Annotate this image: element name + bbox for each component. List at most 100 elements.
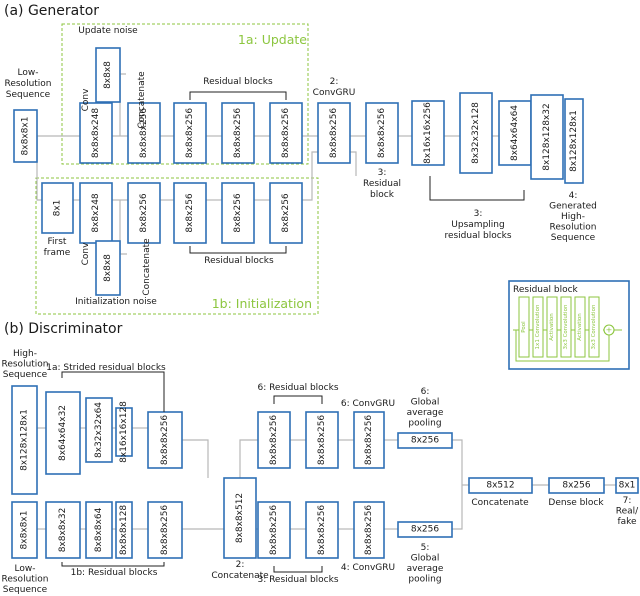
- connector-line: [239, 439, 258, 478]
- label-res-3: 3: Residual blocks: [257, 575, 338, 585]
- label-residual-blocks-top: Residual blocks: [203, 77, 273, 87]
- label-conv1: Conv: [81, 88, 91, 111]
- block-label: 8x128x128x1: [569, 110, 579, 172]
- block-label: 8x256: [562, 481, 591, 491]
- group-bracket: [429, 176, 525, 201]
- block-convgru: 8x8x8x256: [317, 102, 351, 164]
- block-label: 8x8x8x32: [58, 508, 68, 553]
- block-label: 8x8x8x128: [119, 505, 129, 556]
- block-b3: 8x8x8x128: [115, 501, 133, 559]
- dashed-regions: [35, 23, 319, 315]
- block-label: 8x8x8x256: [233, 108, 243, 159]
- label-strided: 1a: Strided residual blocks: [46, 363, 166, 373]
- block-bot-convgru: 8x8x8x256: [353, 501, 385, 559]
- block-b2: 8x8x8x64: [85, 501, 113, 559]
- block-label: 8x64x64x64: [510, 105, 520, 161]
- update-region: [61, 23, 309, 165]
- block-label: 8x16x16x256: [423, 102, 433, 164]
- block-res: 8x8x8x256: [365, 102, 399, 164]
- group-bracket: [273, 566, 323, 573]
- block-s1: 8x64x64x32: [45, 391, 81, 475]
- block-init-conv: 8x8x248: [79, 182, 113, 244]
- group-bracket: [189, 91, 287, 100]
- block-label: 8x8x8x256: [139, 108, 149, 159]
- block-init-concat: 8x8x256: [127, 182, 161, 244]
- residual-layer-label: 1x1 Convolution: [535, 304, 541, 349]
- block-s2: 8x32x32x64: [85, 397, 113, 463]
- label-concat2: 2:Concatenate: [211, 560, 269, 581]
- connector-line: [350, 151, 357, 176]
- label-init-noise: Initialization noise: [75, 297, 157, 307]
- block-label: 8x8x8x512: [235, 493, 245, 543]
- block-init-noise: 8x8x8: [95, 240, 121, 296]
- connector-line: [119, 73, 126, 136]
- residual-layer: [532, 296, 544, 358]
- generator-title: (a) Generator: [4, 3, 99, 19]
- block-label: 8x8x8x256: [269, 415, 279, 466]
- block-bot-pool: 8x256: [397, 521, 453, 538]
- block-label: 8x8x8x1: [20, 511, 30, 550]
- initialization-region-label: 1b: Initialization: [212, 296, 312, 311]
- block-label: 8x8x8x256: [364, 415, 374, 466]
- block-up3: 8x64x64x64: [498, 100, 532, 166]
- block-label: 8x8x8x256: [329, 108, 339, 159]
- block-final-concat: 8x512: [468, 477, 533, 494]
- discriminator-title: (b) Discriminator: [4, 321, 123, 337]
- block-upd-res2: 8x8x8x256: [221, 102, 255, 164]
- block-label: 8x8x248: [91, 193, 101, 233]
- label-residual-blocks-bottom: Residual blocks: [204, 256, 274, 266]
- block-label: 8x8x8: [103, 254, 113, 282]
- block-label: 8x256: [411, 525, 440, 535]
- block-label: 8x16x16x128: [119, 401, 129, 463]
- block-label: 8x8x256: [233, 193, 243, 233]
- update-region-label: 1a: Update: [238, 32, 307, 47]
- block-top-convgru: 8x8x8x256: [353, 411, 385, 469]
- block-label: 8x8x256: [185, 193, 195, 233]
- block-label: 8x1: [619, 481, 636, 491]
- connector-line: [302, 151, 318, 201]
- block-label: 8x128x128x32: [542, 103, 552, 171]
- label-convgru4: 4: ConvGRU: [341, 563, 395, 573]
- block-lr-input: 8x8x8x1: [11, 501, 38, 559]
- residual-layer-label: 3x3 Convolution: [591, 304, 597, 349]
- block-label: 8x8x8x256: [364, 505, 374, 556]
- block-first: 8x1: [41, 182, 74, 234]
- block-label: 8x8x8x256: [185, 108, 195, 159]
- group-bracket: [61, 371, 165, 412]
- block-init-res3: 8x8x256: [269, 182, 303, 244]
- label-real-fake: 7:Real/fake: [616, 496, 639, 527]
- residual-block-inset-title: Residual block: [513, 285, 579, 295]
- block-up4: 8x128x128x32: [530, 94, 564, 180]
- residual-block-inset: Residual block Pool 1x1 Convolution Activa…: [508, 280, 630, 370]
- connector-line: [452, 439, 463, 530]
- block-upd-res1: 8x8x8x256: [173, 102, 207, 164]
- residual-layer: [518, 296, 530, 358]
- block-label: 8x256: [411, 436, 440, 446]
- block-s3: 8x16x16x128: [115, 401, 133, 463]
- block-dense: 8x256: [548, 477, 605, 494]
- label-concat2: Concatenate: [142, 238, 152, 296]
- block-input: 8x8x8x1: [13, 109, 38, 163]
- block-upd-noise: 8x8x8: [95, 47, 121, 103]
- block-upd-conv: 8x8x8x248: [79, 102, 113, 164]
- connector-line: [119, 200, 127, 255]
- residual-layer: [574, 296, 586, 358]
- block-label: 8x8x8x64: [94, 507, 104, 552]
- residual-layer-label: Activation: [549, 313, 555, 341]
- block-top-pool: 8x256: [397, 432, 453, 449]
- residual-layer-label: Pool: [521, 321, 527, 333]
- label-concat1: Concatenate: [137, 71, 147, 129]
- residual-layer: [560, 296, 572, 358]
- residual-block-layers: Pool 1x1 Convolution Activation 3x3 Convolu…: [513, 296, 622, 362]
- label-update-noise: Update noise: [78, 26, 138, 36]
- block-upd-concat: 8x8x8x256: [127, 102, 161, 164]
- group-bracket: [61, 562, 165, 567]
